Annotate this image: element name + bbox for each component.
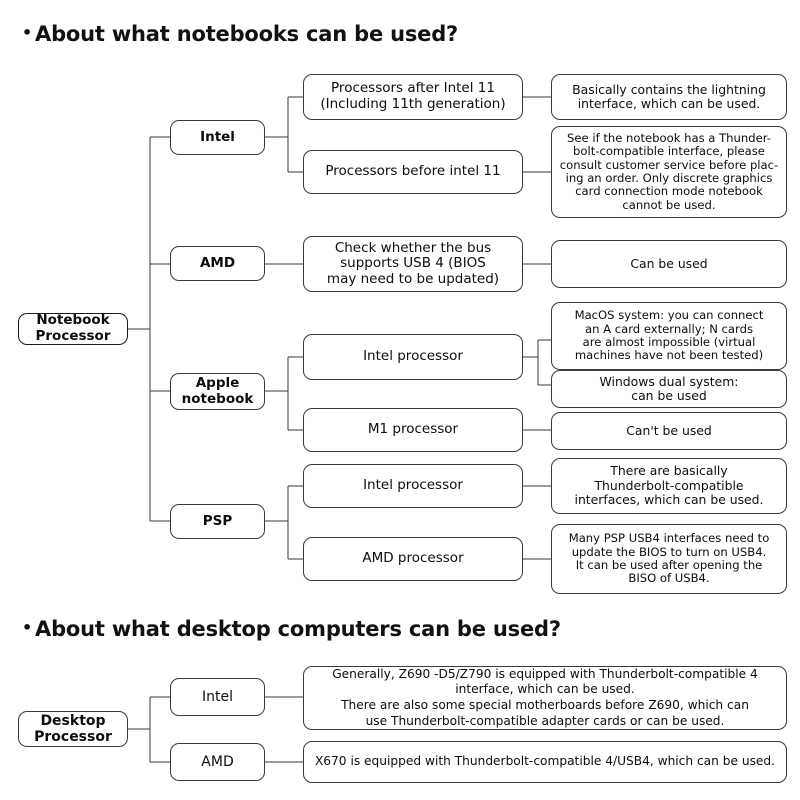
node-apple-macos-note[interactable]: MacOS system: you can connect an A card …: [551, 302, 787, 370]
section-heading-notebooks-text: About what notebooks can be used?: [35, 22, 459, 46]
node-psp-amd-note[interactable]: Many PSP USB4 interfaces need to update …: [551, 524, 787, 594]
node-amd-check-bus[interactable]: Check whether the bus supports USB 4 (BI…: [303, 236, 523, 292]
node-intel-before-note[interactable]: See if the notebook has a Thunder- bolt-…: [551, 126, 787, 218]
node-desktop-intel-note[interactable]: Generally, Z690 -D5/Z790 is equipped wit…: [303, 666, 787, 730]
node-desktop-processor[interactable]: Desktop Processor: [18, 711, 128, 747]
node-intel[interactable]: Intel: [170, 120, 265, 155]
node-apple-notebook[interactable]: Apple notebook: [170, 373, 265, 410]
node-notebook-processor[interactable]: Notebook Processor: [18, 313, 128, 345]
node-intel-after-note[interactable]: Basically contains the lightning interfa…: [551, 74, 787, 120]
node-processors-before-intel-11[interactable]: Processors before intel 11: [303, 150, 523, 194]
node-apple-intel-processor[interactable]: Intel processor: [303, 334, 523, 380]
node-apple-m1-note[interactable]: Can't be used: [551, 412, 787, 450]
bullet-icon-2: •: [22, 618, 33, 637]
node-desktop-amd-note[interactable]: X670 is equipped with Thunderbolt-compat…: [303, 741, 787, 783]
node-apple-windows-note[interactable]: Windows dual system: can be used: [551, 370, 787, 408]
node-psp[interactable]: PSP: [170, 504, 265, 539]
section-heading-notebooks: •About what notebooks can be used?: [22, 22, 458, 46]
node-amd-result[interactable]: Can be used: [551, 240, 787, 288]
section-heading-desktops-text: About what desktop computers can be used…: [35, 617, 561, 641]
node-desktop-intel[interactable]: Intel: [170, 678, 265, 716]
node-amd[interactable]: AMD: [170, 246, 265, 281]
node-desktop-amd[interactable]: AMD: [170, 743, 265, 781]
section-heading-desktops: •About what desktop computers can be use…: [22, 617, 561, 641]
bullet-icon: •: [22, 23, 33, 42]
node-psp-intel-processor[interactable]: Intel processor: [303, 464, 523, 508]
node-psp-intel-note[interactable]: There are basically Thunderbolt-compatib…: [551, 458, 787, 514]
node-apple-m1-processor[interactable]: M1 processor: [303, 408, 523, 452]
node-processors-after-intel-11[interactable]: Processors after Intel 11 (Including 11t…: [303, 74, 523, 120]
node-psp-amd-processor[interactable]: AMD processor: [303, 537, 523, 581]
